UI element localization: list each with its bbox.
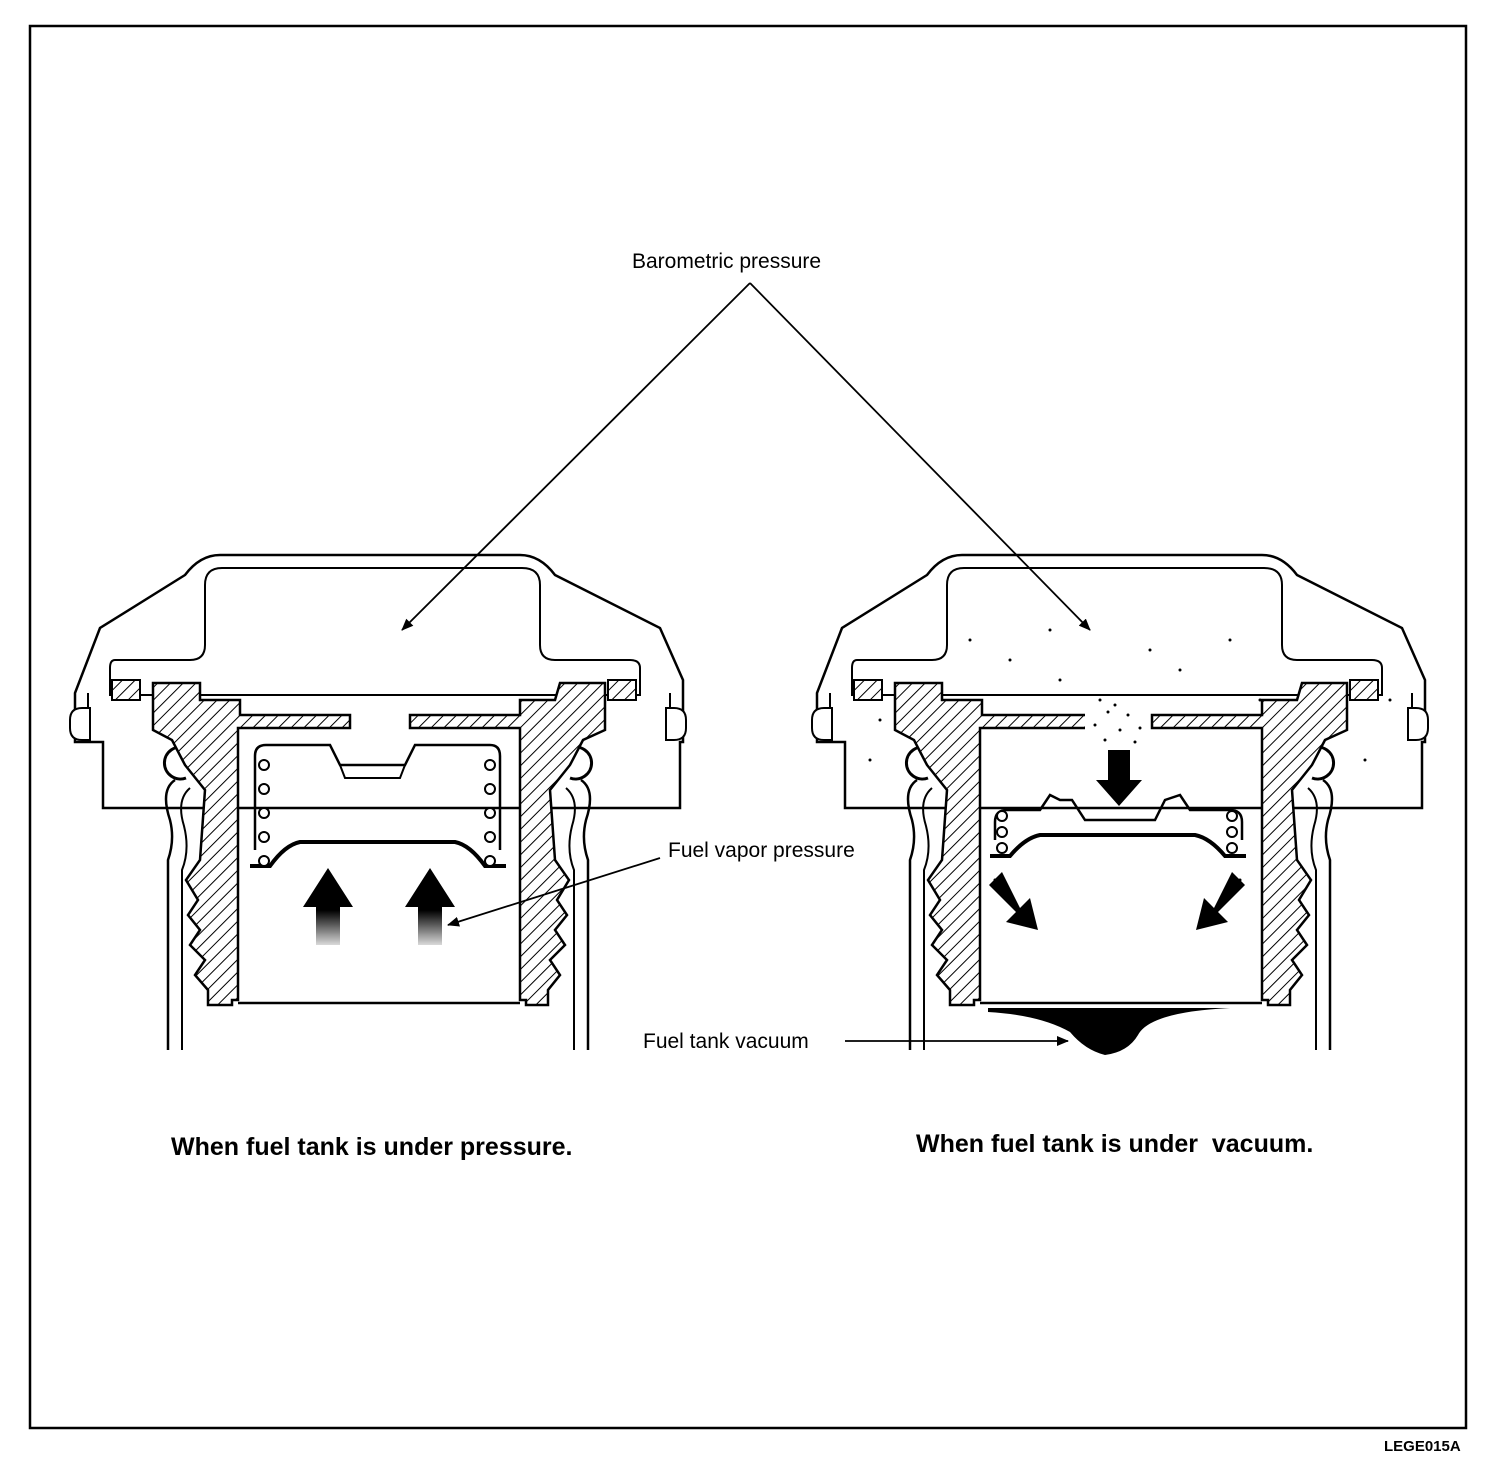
figure-border bbox=[28, 24, 1468, 1430]
arrow-down-right-icon bbox=[989, 872, 1038, 930]
vacuum-shape bbox=[988, 1008, 1230, 1055]
cap-vacuum-section bbox=[810, 553, 1430, 1055]
diaphragm bbox=[990, 833, 1246, 858]
diaphragm bbox=[250, 840, 506, 868]
figure-code: LEGE015A bbox=[1384, 1438, 1461, 1455]
caption-pressure: When fuel tank is under pressure. bbox=[171, 1133, 572, 1161]
fuel-vapor-pressure-label: Fuel vapor pressure bbox=[668, 839, 855, 862]
fuel-tank-vacuum-label: Fuel tank vacuum bbox=[643, 1030, 809, 1053]
barometric-pressure-label: Barometric pressure bbox=[632, 250, 821, 273]
arrow-up-icon bbox=[405, 868, 455, 945]
caption-vacuum: When fuel tank is under vacuum. bbox=[916, 1130, 1313, 1158]
cap-pressure-section bbox=[68, 553, 688, 1052]
arrow-up-icon bbox=[303, 868, 353, 945]
arrow-down-left-icon bbox=[1196, 872, 1245, 930]
leader-lines bbox=[401, 282, 1091, 1046]
arrow-down-icon bbox=[1096, 750, 1142, 806]
